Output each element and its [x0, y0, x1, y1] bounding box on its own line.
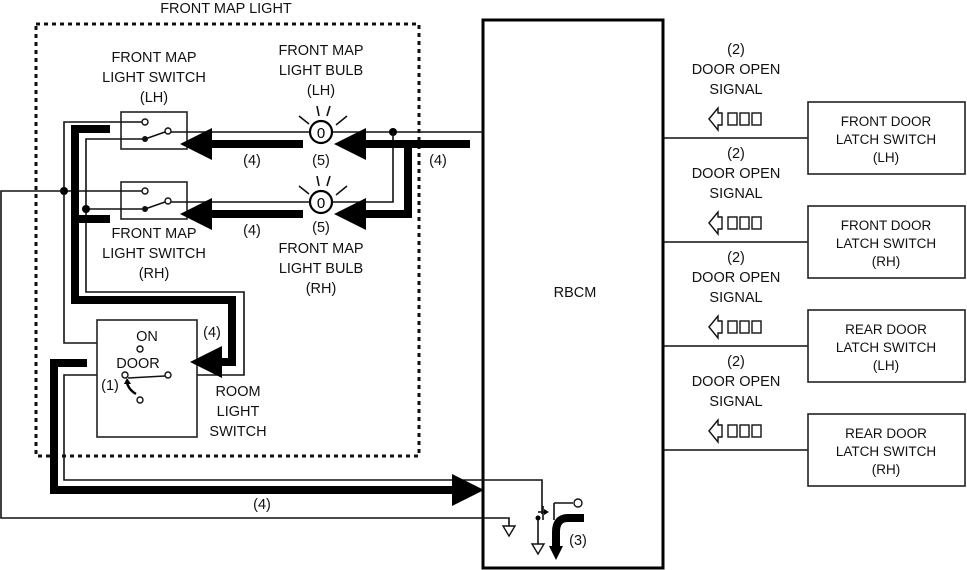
- door-latch-switch: [807, 205, 966, 279]
- bulb-rh-label-1: FRONT MAP: [278, 241, 363, 257]
- signal-direction-icon: [708, 418, 723, 444]
- switch-rh-label-3: (RH): [139, 266, 170, 282]
- callout-4-lh: (4): [243, 153, 261, 169]
- bulb-lh-label-1: FRONT MAP: [278, 43, 363, 59]
- front-map-light-switch-lh: [120, 111, 188, 150]
- signal-pulse-icon: [727, 320, 738, 334]
- door-latch-switch: [807, 101, 966, 175]
- door-signal-label: SIGNAL: [709, 290, 762, 306]
- ground-icon: [530, 543, 546, 556]
- switch-lh-label-1: FRONT MAP: [111, 50, 196, 66]
- signal-pulse-icon: [727, 424, 738, 438]
- room-light-switch: [96, 319, 198, 438]
- rbcm-module: [481, 18, 665, 570]
- door-latch-switch-label: (LH): [873, 150, 899, 165]
- signal-pulse-icon: [751, 216, 762, 230]
- door-signal-row: (2) DOOR OPEN SIGNAL FRONT DOOR LATCH SWITCH…: [663, 42, 966, 175]
- bulb-lh-label-2: LIGHT BULB: [279, 63, 363, 79]
- door-signal-row: (2) DOOR OPEN SIGNAL REAR DOOR LATCH SWITCH (…: [663, 250, 966, 383]
- door-signal-label: (2): [727, 354, 745, 370]
- bulb-rh-label-2: LIGHT BULB: [279, 261, 363, 277]
- callout-4-rh: (4): [243, 223, 261, 239]
- thin-wires: [0, 121, 543, 528]
- rbcm-label: RBCM: [554, 285, 597, 301]
- bulb-rh-label-3: (RH): [306, 281, 337, 297]
- door-latch-switch-label: LATCH SWITCH: [836, 132, 936, 147]
- door-latch-switch-label: REAR DOOR: [845, 426, 927, 441]
- signal-direction-icon: [708, 210, 723, 236]
- door-latch-switch: [807, 413, 966, 487]
- signal-pulse-icon: [739, 112, 750, 126]
- bulb-rh-icon: 0: [298, 175, 348, 215]
- door-signal-row: (2) DOOR OPEN SIGNAL REAR DOOR LATCH SWITCH (…: [663, 354, 966, 487]
- signal-pulse-icon: [727, 112, 738, 126]
- room-switch-label-2: LIGHT: [217, 404, 260, 420]
- front-map-light-title: FRONT MAP LIGHT: [160, 1, 292, 17]
- bulb-lh-label-3: (LH): [307, 83, 335, 99]
- door-latch-switch-label: LATCH SWITCH: [836, 444, 936, 459]
- rbcm-transistor: [501, 498, 584, 560]
- door-latch-switch: [807, 309, 966, 383]
- signal-pulse-icon: [739, 424, 750, 438]
- room-switch-label-1: ROOM: [215, 384, 260, 400]
- signal-pulse-icon: [751, 424, 762, 438]
- signal-pulse-icon: [739, 320, 750, 334]
- room-switch-label-3: SWITCH: [209, 424, 266, 440]
- room-switch-on-label: ON: [136, 329, 158, 345]
- callout-5-lh: (5): [312, 153, 330, 169]
- door-signal-label: SIGNAL: [709, 394, 762, 410]
- door-signal-row: (2) DOOR OPEN SIGNAL FRONT DOOR LATCH SWITCH…: [663, 146, 966, 279]
- door-signal-label: DOOR OPEN: [692, 270, 781, 286]
- door-latch-switch-label: (LH): [873, 358, 899, 373]
- door-latch-switch-label: LATCH SWITCH: [836, 340, 936, 355]
- door-signal-label: DOOR OPEN: [692, 374, 781, 390]
- current-flow-paths: [50, 125, 484, 506]
- switch-lh-label-3: (LH): [140, 90, 168, 106]
- signal-pulse-icon: [727, 216, 738, 230]
- switch-rh-label-2: LIGHT SWITCH: [102, 246, 206, 262]
- switch-rh-label-1: FRONT MAP: [111, 226, 196, 242]
- door-latch-switch-label: LATCH SWITCH: [836, 236, 936, 251]
- door-signal-label: DOOR OPEN: [692, 166, 781, 182]
- ground-icon: [501, 525, 517, 538]
- bulb-lh-icon: 0: [298, 105, 348, 145]
- signal-direction-icon: [708, 314, 723, 340]
- door-latch-switch-label: (RH): [872, 254, 901, 269]
- door-signal-label: (2): [727, 250, 745, 266]
- signal-pulse-icon: [751, 112, 762, 126]
- callout-4-bottom: (4): [253, 497, 271, 513]
- callout-4-room: (4): [203, 325, 221, 341]
- door-latch-switch-label: FRONT DOOR: [841, 114, 932, 129]
- callout-3: (3): [569, 533, 587, 549]
- room-switch-door-label: DOOR: [116, 356, 160, 372]
- signal-pulse-icon: [751, 320, 762, 334]
- switch-lh-label-2: LIGHT SWITCH: [102, 70, 206, 86]
- door-latch-switch-label: (RH): [872, 462, 901, 477]
- door-signal-label: SIGNAL: [709, 186, 762, 202]
- door-signal-label: DOOR OPEN: [692, 62, 781, 78]
- callout-4-rbcm: (4): [429, 153, 447, 169]
- door-signal-label: SIGNAL: [709, 82, 762, 98]
- callout-1: (1): [101, 378, 119, 394]
- callout-5-rh: (5): [312, 220, 330, 236]
- signal-pulse-icon: [739, 216, 750, 230]
- door-signal-label: (2): [727, 42, 745, 58]
- door-latch-switch-label: REAR DOOR: [845, 322, 927, 337]
- svg-text:0: 0: [317, 195, 325, 212]
- signal-direction-icon: [708, 106, 723, 132]
- door-latch-switch-label: FRONT DOOR: [841, 218, 932, 233]
- front-map-light-switch-rh: [120, 181, 188, 220]
- svg-text:0: 0: [317, 125, 325, 142]
- door-signal-label: (2): [727, 146, 745, 162]
